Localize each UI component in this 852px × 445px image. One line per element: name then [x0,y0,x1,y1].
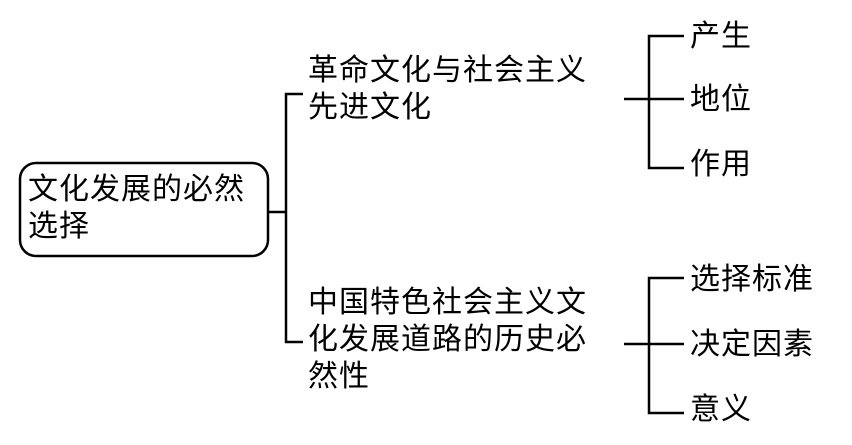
root-box [18,161,270,258]
leaf-significance: 意义 [690,392,752,427]
root-node: 文化发展的必然 选择 [28,171,245,245]
bottom-bracket [624,276,684,415]
leaf-selection-criteria: 选择标准 [690,262,814,297]
leaf-status: 地位 [690,82,752,117]
branch-line: 然性 [308,359,370,394]
leaf-determining-factors: 决定因素 [690,327,814,362]
leaf-function: 作用 [690,147,752,182]
branch-line: 先进文化 [308,90,432,125]
top-bracket [624,34,684,170]
branch-line: 革命文化与社会主义 [308,53,587,88]
branch-revolutionary-culture: 革命文化与社会主义 先进文化 [308,52,587,126]
root-line-2: 选择 [28,209,90,244]
branch-line: 中国特色社会主义文 [308,285,587,320]
leaf-origin: 产生 [690,19,752,54]
branch-line: 化发展道路的历史必 [308,322,587,357]
root-connector [268,92,303,344]
branch-socialist-culture-path: 中国特色社会主义文 化发展道路的历史必 然性 [308,284,587,395]
root-line-1: 文化发展的必然 [28,172,245,207]
